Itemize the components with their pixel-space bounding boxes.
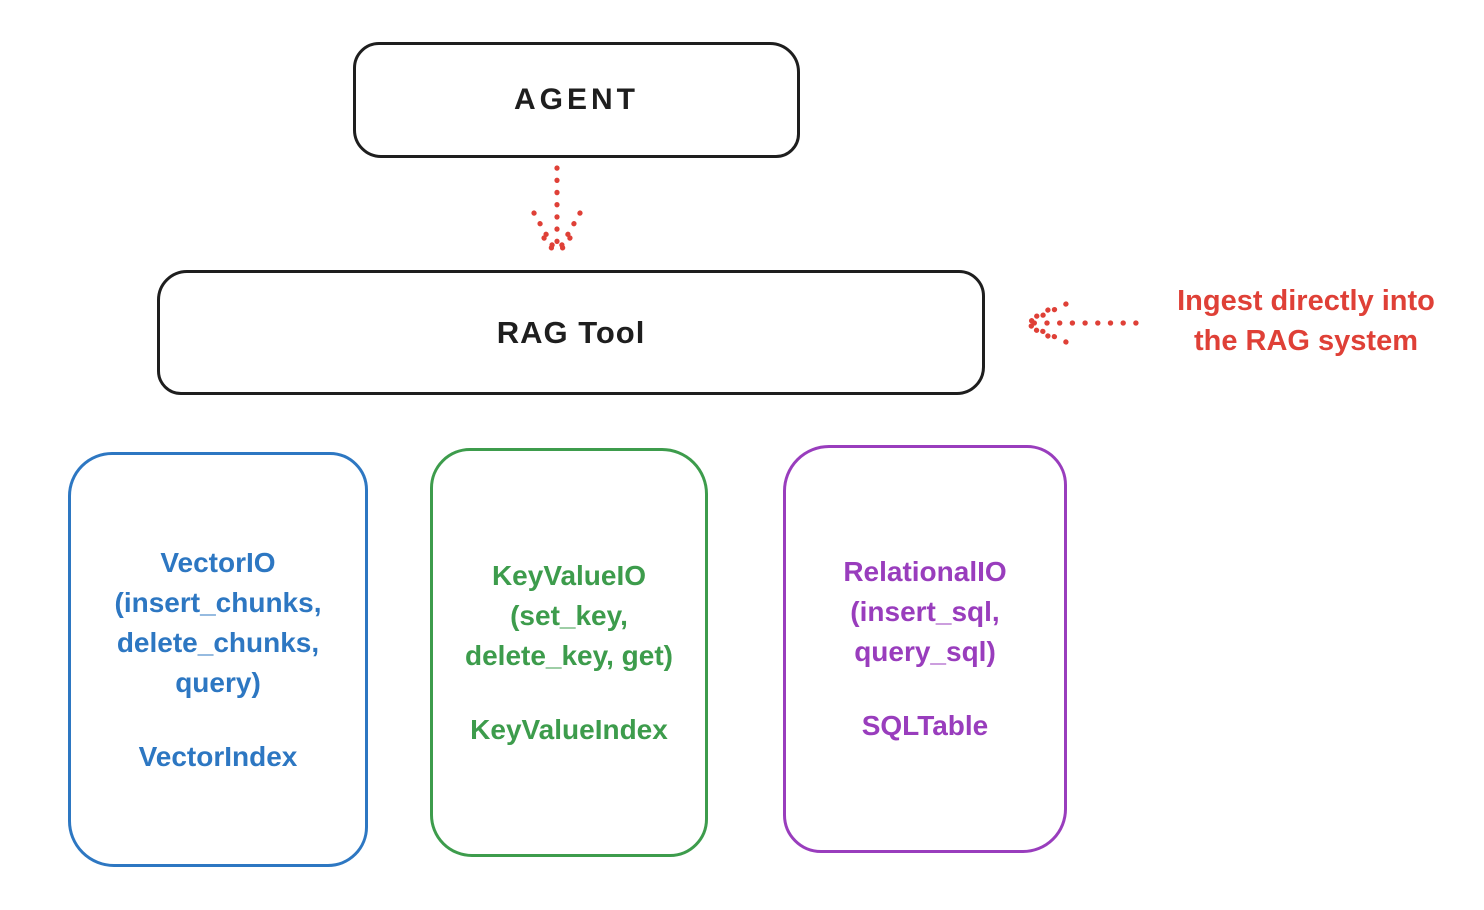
io-line: RelationalIO: [843, 556, 1007, 587]
io-line: VectorIO: [160, 546, 276, 578]
rag-tool-label: RAG Tool: [496, 314, 646, 350]
rag-tool-node: RAG Tool: [157, 270, 985, 395]
io-line: (insert_chunks,: [114, 586, 322, 618]
vector-io-box: VectorIO (insert_chunks, delete_chunks, …: [68, 452, 368, 867]
agent-to-ragtool-arrow: [531, 165, 583, 257]
ingest-arrow: [1023, 301, 1139, 345]
io-line: query): [175, 666, 261, 698]
io-line: delete_chunks,: [116, 626, 320, 658]
relational-io-text: RelationalIO (insert_sql, query_sql) SQL…: [843, 552, 1006, 746]
sqltable-label: SQLTable: [861, 710, 989, 741]
io-line: KeyValueIO: [491, 559, 647, 591]
keyvalue-io-text: KeyValueIO (set_key, delete_key, get) Ke…: [465, 556, 673, 750]
vector-index-label: VectorIndex: [138, 740, 298, 772]
vector-io-text: VectorIO (insert_chunks, delete_chunks, …: [115, 543, 322, 777]
io-line: delete_key, get): [464, 639, 674, 671]
io-line: (set_key,: [510, 599, 628, 631]
agent-node: AGENT: [353, 42, 800, 158]
relational-io-box: RelationalIO (insert_sql, query_sql) SQL…: [783, 445, 1067, 853]
io-line: (insert_sql,: [850, 596, 1000, 627]
ingest-annotation: Ingest directly into the RAG system: [1140, 281, 1472, 361]
io-line: query_sql): [854, 636, 996, 667]
keyvalue-io-box: KeyValueIO (set_key, delete_key, get) Ke…: [430, 448, 708, 857]
ingest-annotation-line: the RAG system: [1193, 325, 1418, 357]
agent-label: AGENT: [514, 83, 639, 116]
keyvalue-index-label: KeyValueIndex: [470, 713, 668, 745]
ingest-annotation-line: Ingest directly into: [1177, 285, 1435, 317]
